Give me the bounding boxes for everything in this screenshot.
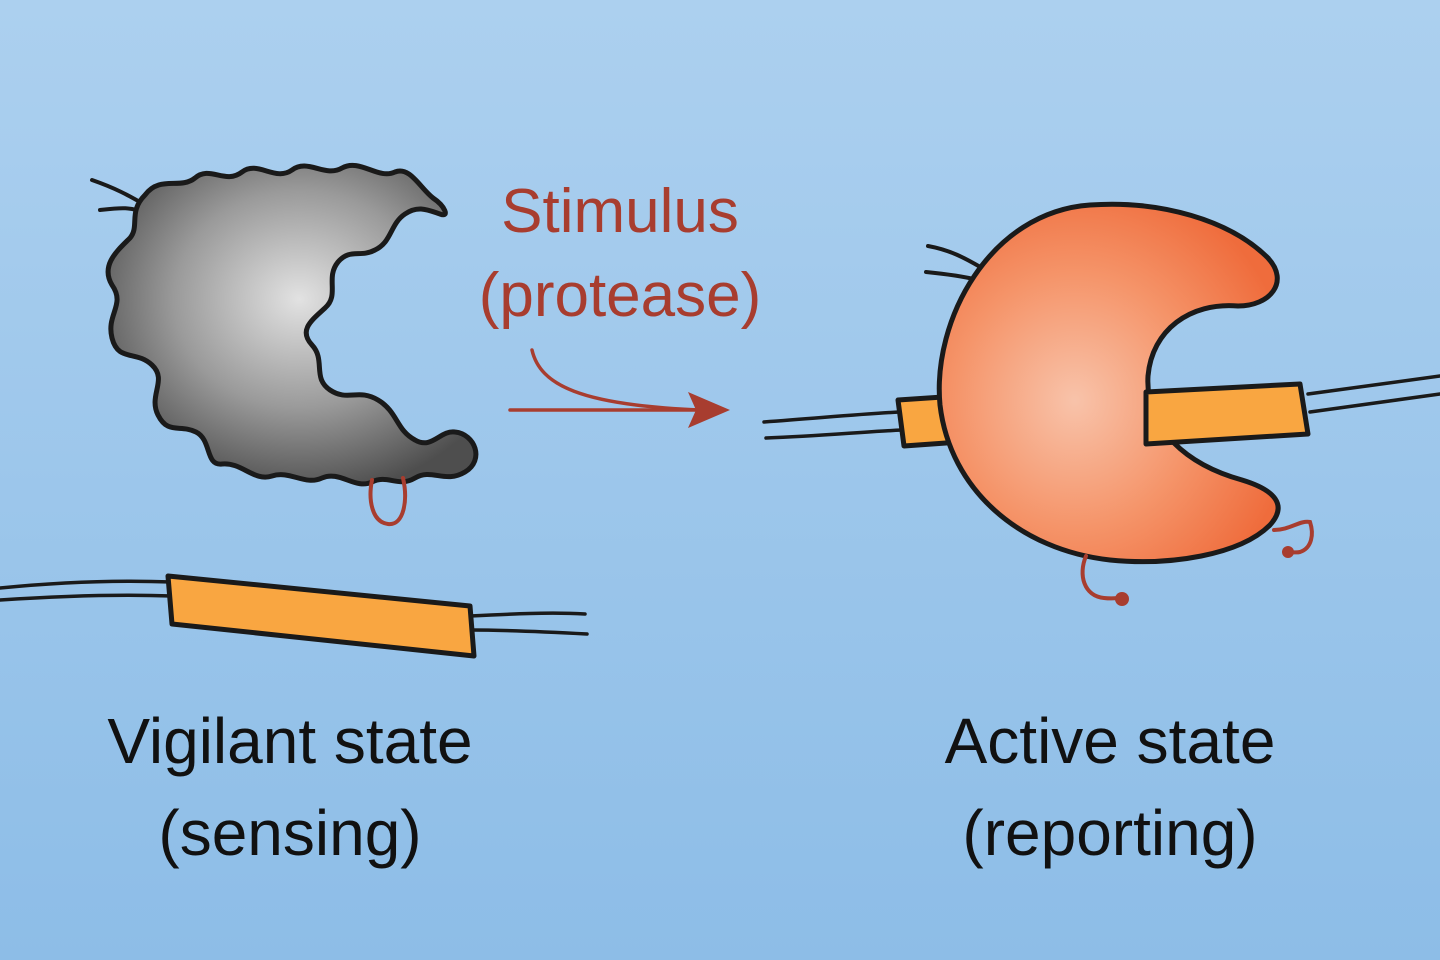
active-tether-right-end <box>1282 546 1294 558</box>
active-tether-left-end <box>1115 592 1129 606</box>
active-caption-line2: (reporting) <box>962 797 1258 869</box>
vigilant-protein <box>90 162 479 527</box>
active-state-caption: Active state (reporting) <box>880 695 1340 879</box>
active-peptide-strands-left <box>762 410 904 440</box>
stimulus-arrow-shaft <box>530 348 702 412</box>
vigilant-caption-line2: (sensing) <box>158 797 422 869</box>
active-complex <box>762 201 1440 606</box>
vigilant-peptide <box>0 573 589 659</box>
stimulus-label-line2: (protease) <box>478 261 762 330</box>
active-protein-body <box>936 201 1281 565</box>
active-peptide-strands-right <box>1306 374 1440 414</box>
vigilant-peptide-bar <box>165 573 477 659</box>
stimulus-arrow <box>508 348 730 428</box>
active-caption-line1: Active state <box>944 705 1276 777</box>
stimulus-arrowhead <box>688 392 730 428</box>
vigilant-protein-body <box>105 162 479 487</box>
active-peptide-bar <box>1143 381 1311 447</box>
vigilant-tether-loop <box>368 476 407 527</box>
vigilant-state-caption: Vigilant state (sensing) <box>60 695 520 879</box>
vigilant-caption-line1: Vigilant state <box>107 705 473 777</box>
stimulus-label: Stimulus (protease) <box>430 170 810 338</box>
active-tether-right <box>1272 519 1314 555</box>
vigilant-peptide-strands <box>0 579 589 636</box>
stimulus-label-line1: Stimulus <box>501 177 739 246</box>
